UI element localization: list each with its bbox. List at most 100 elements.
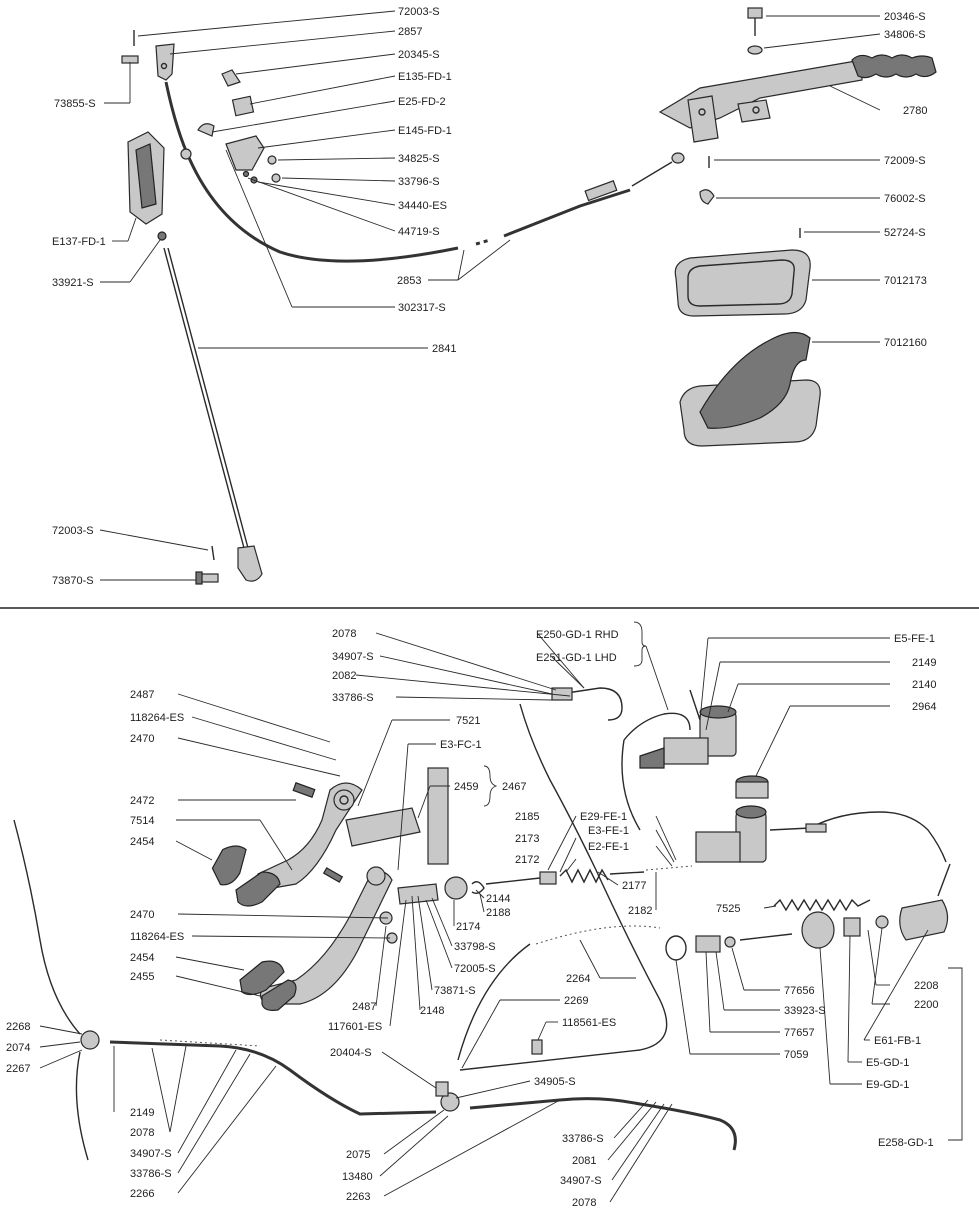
part-label: 2467: [502, 781, 526, 793]
part-label: 117601-ES: [328, 1021, 382, 1033]
part-label: 118561-ES: [562, 1017, 616, 1029]
part-label: 34907-S: [560, 1175, 602, 1187]
pipe-union: [805, 823, 827, 833]
part-label: E5-GD-1: [866, 1057, 909, 1069]
part-label: 2472: [130, 795, 154, 807]
part-label: 33786-S: [130, 1168, 172, 1180]
part-label: 2487: [130, 689, 154, 701]
part-label: 2263: [346, 1191, 370, 1203]
front-rod: [157, 231, 263, 582]
part-label: 7525: [716, 903, 740, 915]
part-label: 7059: [784, 1049, 808, 1061]
part-label: 2075: [346, 1149, 370, 1161]
part-label: 7012160: [884, 337, 927, 349]
part-label: 33923-S: [784, 1005, 826, 1017]
part-label: 33921-S: [52, 277, 94, 289]
part-label: E251-GD-1 LHD: [536, 652, 617, 664]
part-label: E3-FC-1: [440, 739, 482, 751]
part-label: 13480: [342, 1171, 373, 1183]
part-label: 52724-S: [884, 227, 926, 239]
clevis-pin-76002: [699, 189, 715, 205]
brake-master-cylinder: [695, 775, 769, 863]
part-label: E145-FD-1: [398, 125, 452, 137]
part-label: 2082: [332, 670, 356, 682]
part-label: 2268: [6, 1021, 30, 1033]
handbrake-section: 72003-S 2857 20345-S E135-FD-1 E25-FD-2 …: [52, 6, 937, 587]
bracket-e258: [948, 967, 963, 1141]
handbrake-lever: [658, 54, 937, 143]
part-label: E250-GD-1 RHD: [536, 629, 619, 641]
part-label: 2459: [454, 781, 478, 793]
part-label: 2857: [398, 26, 422, 38]
part-label: 34440-ES: [398, 200, 447, 212]
clutch-master-cylinder: [639, 689, 737, 769]
bracket-e137: [127, 131, 165, 225]
clutch-pedal: [211, 782, 363, 907]
bracket-e250: [633, 621, 647, 667]
brake-pipe-right: [769, 811, 947, 863]
part-label: 2267: [6, 1063, 30, 1075]
part-label: 34806-S: [884, 29, 926, 41]
part-label: 2074: [6, 1042, 30, 1054]
part-label: 2780: [903, 105, 927, 117]
part-label: 34907-S: [130, 1148, 172, 1160]
part-label: 34907-S: [332, 651, 374, 663]
part-label: 2182: [628, 905, 652, 917]
pin-72003-lower: [211, 545, 215, 561]
part-label: 33786-S: [332, 692, 374, 704]
part-label: 2177: [622, 880, 646, 892]
part-label: 2174: [456, 921, 480, 933]
part-label: 7514: [130, 815, 154, 827]
part-label: E258-GD-1: [878, 1137, 934, 1149]
part-label: 77657: [784, 1027, 815, 1039]
part-label: 20345-S: [398, 49, 440, 61]
lower-leaders: [39, 632, 929, 1203]
part-label: 2185: [515, 811, 539, 823]
part-label: 73870-S: [52, 575, 94, 587]
part-label: 73871-S: [434, 985, 476, 997]
pedal-bracket: [292, 767, 449, 944]
part-label: 2149: [912, 657, 936, 669]
spring-7525: [773, 898, 871, 912]
part-label: 72005-S: [454, 963, 496, 975]
bolt-20346: [747, 7, 763, 36]
part-label: 7012173: [884, 275, 927, 287]
part-label: 2081: [572, 1155, 596, 1167]
part-label: 2269: [564, 995, 588, 1007]
part-label: E2-FE-1: [588, 841, 629, 853]
part-label: 20346-S: [884, 11, 926, 23]
part-label: E3-FE-1: [588, 825, 629, 837]
part-label: E9-GD-1: [866, 1079, 909, 1091]
part-label: 2140: [912, 679, 936, 691]
part-label: 2208: [914, 980, 938, 992]
part-label: 2173: [515, 833, 539, 845]
part-label: 2487: [352, 1001, 376, 1013]
cable-bracket-e145: [197, 69, 281, 184]
part-label: 2149: [130, 1107, 154, 1119]
part-label: 2853: [397, 275, 421, 287]
part-label: E25-FD-2: [398, 96, 446, 108]
gaiter-retainer-plate: [674, 249, 811, 317]
pedal-hydraulic-section: 2078 34907-S 2082 33786-S 2487 118264-ES…: [6, 621, 963, 1209]
pushrod-assembly: [444, 865, 693, 900]
rubber-gaiter: [679, 331, 821, 447]
bracket-2467: [483, 765, 498, 807]
part-label: 2172: [515, 854, 539, 866]
part-label: E135-FD-1: [398, 71, 452, 83]
clevis-pin-73870: [195, 571, 219, 585]
part-label: 2266: [130, 1188, 154, 1200]
part-label: 118264-ES: [130, 931, 184, 943]
part-label: 72003-S: [398, 6, 440, 18]
part-label: 2200: [914, 999, 938, 1011]
handbrake-cable: [164, 81, 685, 263]
part-label: 2841: [432, 343, 456, 355]
brake-pipes: [13, 687, 737, 1161]
part-label: 7521: [456, 715, 480, 727]
part-label: 2078: [332, 628, 356, 640]
upper-leaders: [99, 10, 881, 581]
part-label: 302317-S: [398, 302, 446, 314]
part-label: 33786-S: [562, 1133, 604, 1145]
part-label: 77656: [784, 985, 815, 997]
part-label: 76002-S: [884, 193, 926, 205]
part-label: 72003-S: [52, 525, 94, 537]
